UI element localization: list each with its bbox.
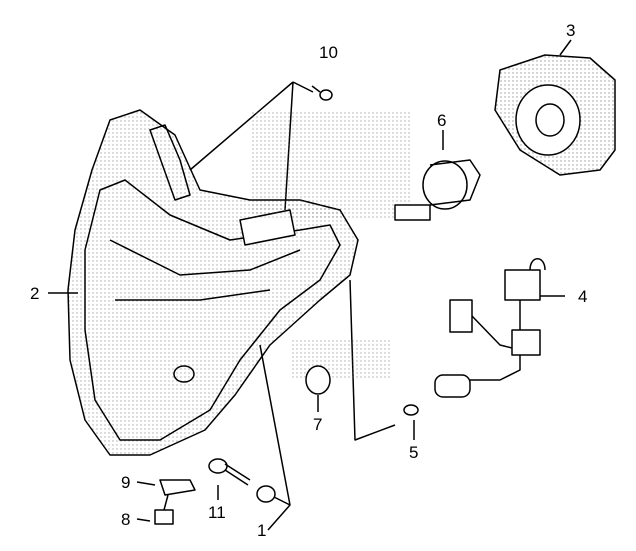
callout-5: 5	[409, 443, 419, 462]
callout-11: 11	[208, 503, 226, 522]
screw-11	[208, 458, 251, 486]
bolt-10	[311, 85, 333, 101]
leader-1	[259, 344, 291, 531]
position-bulb-socket	[403, 374, 471, 416]
screw-1	[256, 485, 276, 503]
headlight-unit	[67, 109, 359, 456]
callout-1: 1	[257, 521, 267, 540]
leader-8	[136, 518, 151, 522]
callout-10: 10	[319, 43, 338, 62]
callout-2: 2	[30, 284, 40, 303]
bolt-8	[154, 494, 174, 525]
callout-6: 6	[437, 111, 447, 130]
wiring-socket	[449, 258, 546, 381]
callout-3: 3	[566, 21, 576, 40]
leader-5	[349, 279, 396, 441]
headlight-bulb	[394, 159, 481, 221]
callout-9: 9	[121, 473, 131, 492]
leader-3	[559, 39, 572, 56]
rubber-cover	[494, 54, 616, 176]
callout-8: 8	[121, 510, 131, 529]
clip-nut	[159, 479, 196, 496]
grommet	[305, 365, 331, 395]
callout-7: 7	[313, 415, 323, 434]
callout-4: 4	[578, 287, 588, 306]
leader-9	[136, 481, 156, 486]
